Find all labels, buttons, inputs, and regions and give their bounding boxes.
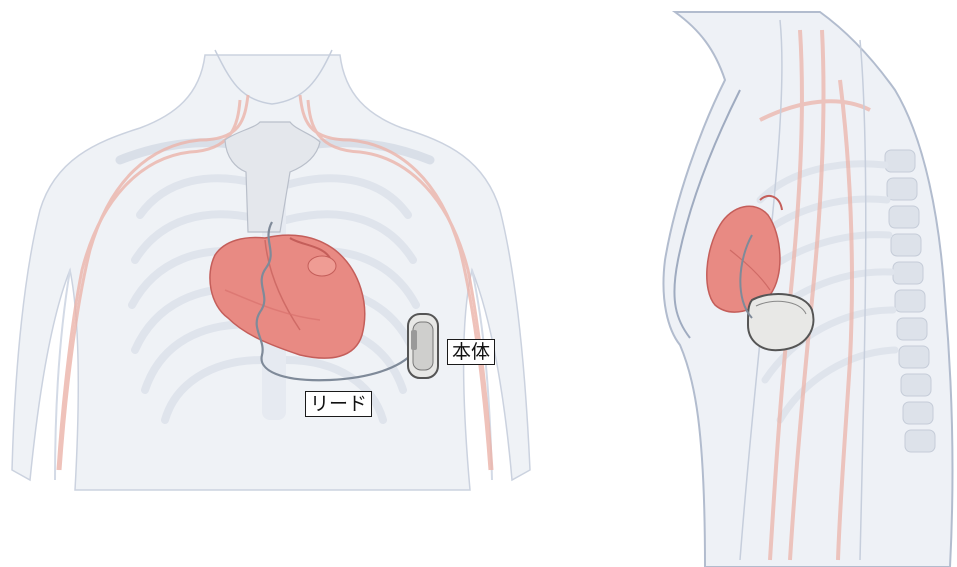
lead-label: リード (305, 391, 372, 417)
pacemaker-device-icon (408, 314, 438, 378)
side-view-illustration (663, 12, 952, 567)
front-view-illustration (12, 50, 530, 490)
device-body-label: 本体 (447, 339, 495, 365)
side-pacemaker-device-icon (748, 294, 813, 350)
